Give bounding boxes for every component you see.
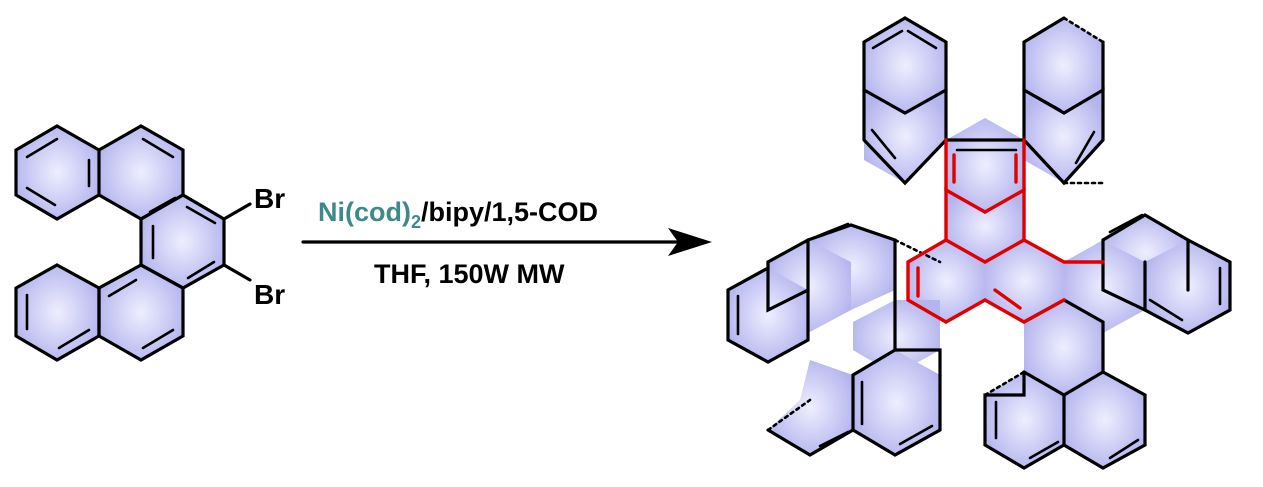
bond-line — [1101, 213, 1190, 292]
new-bond-line — [944, 298, 987, 324]
bond-line — [870, 29, 1018, 160]
bond-line — [151, 205, 217, 280]
reagents-rest-text: /bipy/1,5-COD — [421, 197, 598, 227]
bond-line — [766, 398, 812, 432]
product-ring — [1064, 372, 1145, 468]
reactant-ring — [141, 195, 224, 288]
bond-line — [983, 370, 1026, 397]
reagents-label: Ni(cod)2/bipy/1,5-COD — [318, 197, 598, 232]
conditions-label: THF, 150W MW — [374, 259, 565, 289]
product-ring — [853, 350, 940, 455]
product-ring — [728, 268, 808, 362]
product-molecule — [726, 16, 1232, 470]
bond-line — [1108, 213, 1222, 322]
product-ring — [1024, 18, 1103, 113]
bond-line — [14, 263, 101, 362]
bond-line — [736, 222, 850, 336]
new-bond-line — [916, 153, 1022, 310]
product-ring — [946, 190, 1024, 262]
bond-line — [1062, 16, 1105, 44]
product-ring — [1024, 300, 1103, 395]
bond-line — [862, 88, 948, 186]
bond-line — [893, 238, 942, 264]
bond-line — [862, 16, 948, 115]
bond-line — [818, 380, 934, 448]
bond-line — [141, 137, 177, 214]
bond-line — [893, 348, 942, 377]
bromine-label-top: Br — [254, 183, 285, 214]
bromine-label-bottom: Br — [254, 279, 285, 310]
bond-line — [1101, 238, 1147, 312]
product-ring — [768, 360, 853, 455]
bond-line — [766, 428, 855, 457]
bond-line — [994, 400, 1140, 460]
bond-line — [97, 124, 185, 221]
bond-line — [1101, 443, 1147, 470]
bond-line — [1033, 94, 1096, 165]
product-ring — [985, 240, 1064, 322]
bond-line — [25, 293, 91, 350]
bond-line — [1143, 238, 1232, 335]
reactant-molecule: Br Br — [14, 124, 285, 362]
bond-line — [222, 202, 252, 221]
bond-line — [1101, 370, 1147, 397]
new-bond-line — [944, 138, 1026, 192]
new-bond-line — [906, 238, 948, 324]
bond-line — [766, 238, 810, 313]
reaction-arrow — [301, 228, 712, 256]
catalyst-subscript: 2 — [411, 212, 421, 232]
bond-line — [25, 137, 91, 207]
new-bond-line — [1022, 238, 1105, 264]
bond-line — [222, 263, 252, 282]
bond-line — [726, 338, 770, 364]
new-bond-line — [983, 298, 1066, 324]
bond-line — [107, 278, 175, 350]
reactant-ring — [16, 126, 99, 219]
catalyst-text: Ni(cod) — [318, 197, 411, 227]
